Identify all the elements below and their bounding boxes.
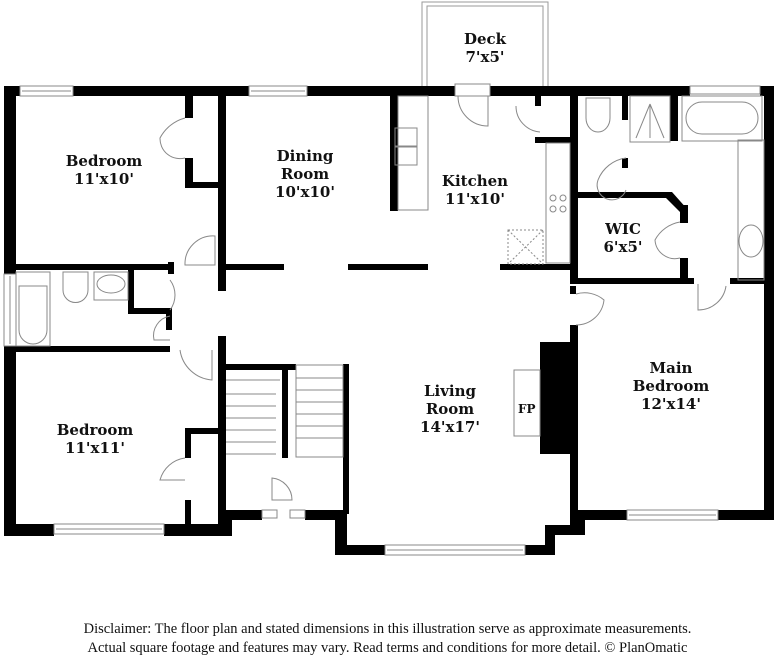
room-dimensions: 6'x5' xyxy=(603,238,643,256)
room-dimensions: 7'x5' xyxy=(465,48,505,66)
room-dimensions: 10'x10' xyxy=(275,183,335,201)
room-label-main-bedroom: Main Bedroom 12'x14' xyxy=(633,359,710,413)
room-name-line2: Room xyxy=(280,165,330,183)
room-label-bedroom-top-left: Bedroom 11'x10' xyxy=(66,152,143,188)
room-name: Deck xyxy=(463,30,507,48)
windows xyxy=(3,85,761,556)
room-name-line1: Living xyxy=(423,382,477,400)
room-name-line1: Main xyxy=(649,359,693,377)
floor-plan-drawing xyxy=(3,1,774,556)
room-label-wic: WIC 6'x5' xyxy=(603,220,642,256)
room-name-line2: Room xyxy=(425,400,475,418)
room-name: Bedroom xyxy=(65,152,143,170)
room-name: Kitchen xyxy=(441,172,509,190)
room-dimensions: 11'x11' xyxy=(65,439,125,457)
walls xyxy=(4,86,774,555)
room-label-dining-room: Dining Room 10'x10' xyxy=(275,147,335,201)
room-label-kitchen: Kitchen 11'x10' xyxy=(442,172,508,208)
room-name: Bedroom xyxy=(56,421,134,439)
doors xyxy=(153,83,727,501)
room-label-deck: Deck 7'x5' xyxy=(464,30,506,66)
room-dimensions: 14'x17' xyxy=(420,418,480,436)
disclaimer: Disclaimer: The floor plan and stated di… xyxy=(0,620,775,658)
room-dimensions: 12'x14' xyxy=(641,395,701,413)
fixtures xyxy=(15,95,765,458)
room-dimensions: 11'x10' xyxy=(445,190,505,208)
room-label-living-room: Living Room 14'x17' xyxy=(420,382,480,436)
room-name-line2: Bedroom xyxy=(632,377,710,395)
floor-plan xyxy=(3,1,774,556)
disclaimer-line2: Actual square footage and features may v… xyxy=(87,640,688,656)
disclaimer-line1: Disclaimer: The floor plan and stated di… xyxy=(83,621,692,637)
room-label-bedroom-bottom-left: Bedroom 11'x11' xyxy=(57,421,134,457)
room-name-line1: Dining xyxy=(276,147,334,165)
room-name: WIC xyxy=(605,220,641,238)
room-dimensions: 11'x10' xyxy=(74,170,134,188)
fireplace-label: FP xyxy=(518,402,536,416)
